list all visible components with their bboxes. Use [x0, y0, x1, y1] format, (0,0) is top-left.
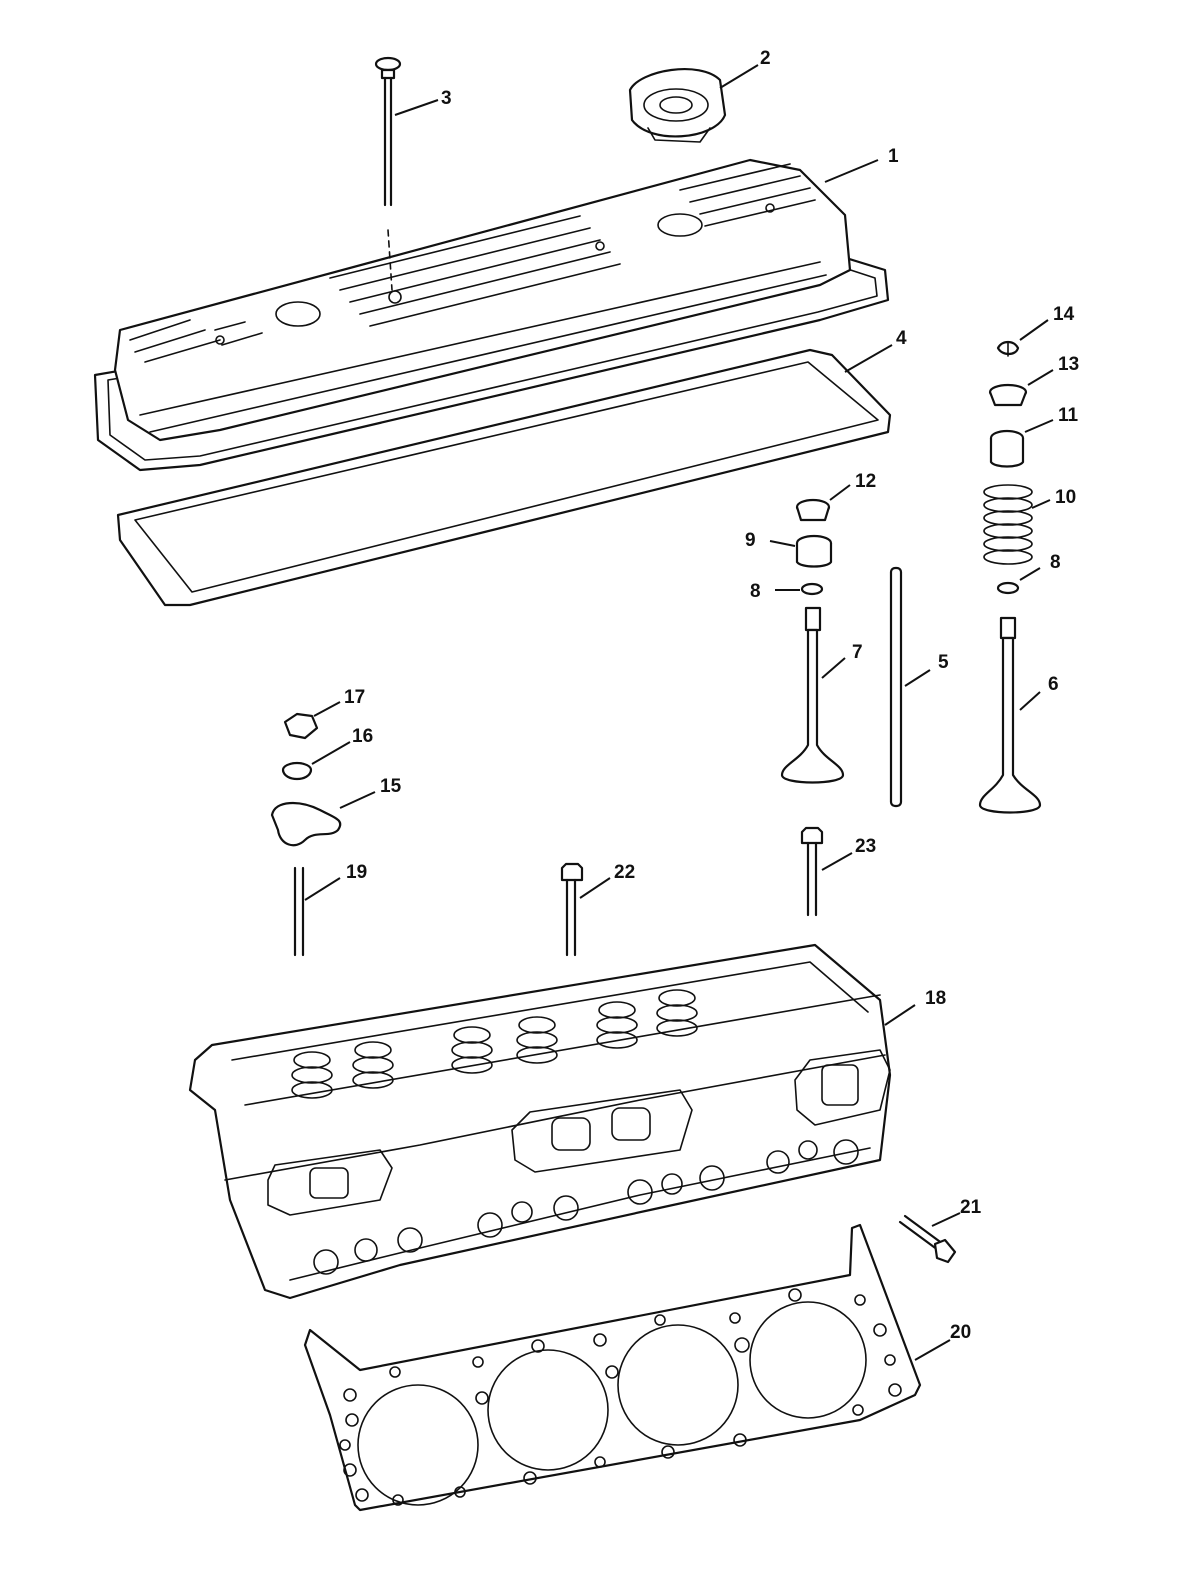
callout-spring: 10: [1055, 487, 1076, 508]
cover-gasket: [116, 348, 892, 607]
bolt-22: [560, 862, 584, 957]
callout-rocker-arm: 15: [380, 776, 402, 797]
callout-cover-bolt: 3: [441, 88, 452, 109]
callout-shield-right: 11: [1058, 405, 1079, 426]
oil-fill-cap: [628, 68, 727, 143]
callout-cover: 1: [888, 146, 899, 167]
callout-valve-left: 7: [852, 642, 863, 663]
bolt-23: [800, 826, 824, 917]
bolt-21: [898, 1214, 957, 1264]
callout-shield-left: 9: [745, 530, 756, 551]
callout-key: 14: [1053, 304, 1075, 325]
rocker-parts: [270, 712, 342, 957]
callout-stud: 19: [346, 862, 367, 883]
callout-cap-left: 12: [855, 471, 876, 492]
callout-ball: 16: [352, 726, 373, 747]
head-gasket: [303, 1223, 922, 1512]
callout-seal-left: 8: [750, 581, 761, 602]
callout-bolt-21: 21: [960, 1197, 982, 1218]
callout-seal-right: 8: [1050, 552, 1061, 573]
callout-valve-right: 6: [1048, 674, 1059, 695]
valve-train-left: [795, 498, 833, 596]
callout-push-rod: 5: [938, 652, 949, 673]
cylinder-head: [188, 943, 892, 1300]
callout-bolt-23: 23: [855, 836, 876, 857]
head-valve-springs: [291, 989, 698, 1099]
callout-cylinder-head: 18: [925, 988, 946, 1009]
callout-leaders: [304, 64, 1054, 1361]
callout-cover-gasket: 4: [896, 328, 907, 349]
callout-bolt-22: 22: [614, 862, 635, 883]
cover-bolt: [374, 56, 402, 291]
callout-head-gasket: 20: [950, 1322, 971, 1343]
callout-oil-cap: 2: [760, 48, 771, 69]
rocker-cover: [93, 158, 890, 472]
push-rod: [889, 566, 903, 808]
valve-left: [780, 606, 845, 784]
valve-right: [978, 616, 1042, 814]
valve-train-right: [983, 340, 1033, 595]
callout-cap-right: 13: [1058, 354, 1079, 375]
callout-nut: 17: [344, 687, 365, 708]
